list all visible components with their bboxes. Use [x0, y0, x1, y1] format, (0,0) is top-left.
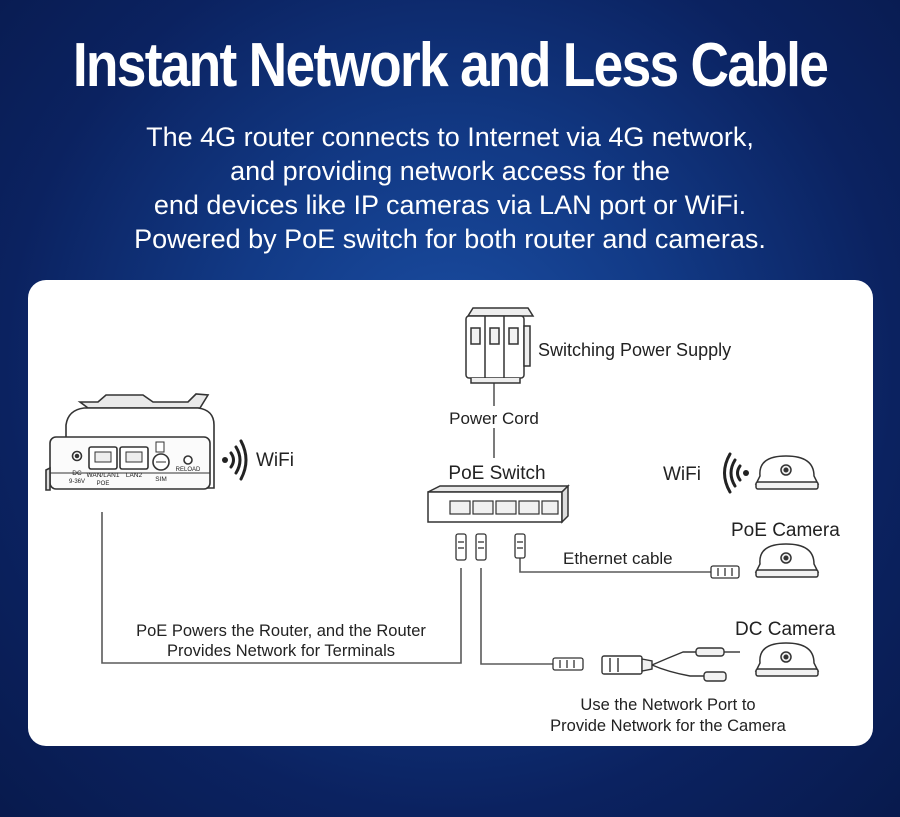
- router-port-wan: WAN/LAN1: [87, 472, 120, 479]
- wifi-signal-icon: [222, 439, 248, 481]
- dc-camera-label: DC Camera: [735, 619, 836, 640]
- dc-camera-note-line: Provide Network for the Camera: [550, 717, 786, 735]
- cable-switch-to-dc-camera: [480, 568, 553, 665]
- dc-camera-icon: [754, 642, 820, 677]
- switch-label: PoE Switch: [448, 463, 545, 484]
- description-line: end devices like IP cameras via LAN port…: [153, 190, 747, 220]
- description-line: The 4G router connects to Internet via 4…: [146, 122, 754, 152]
- dc-camera-note-line: Use the Network Port to: [580, 696, 755, 714]
- ethernet-cable-label: Ethernet cable: [563, 549, 673, 568]
- router-port-dc: DC: [72, 470, 82, 477]
- ethernet-plug-icons: [455, 533, 740, 671]
- camera-wifi-signal-icon: [723, 452, 749, 494]
- power-supply-label: Switching Power Supply: [538, 340, 731, 360]
- description: The 4G router connects to Internet via 4…: [0, 120, 900, 256]
- cables: [101, 383, 711, 665]
- power-cord-label-bg: [441, 406, 547, 428]
- poe-switch-icon: [427, 484, 570, 524]
- description-line: Powered by PoE switch for both router an…: [134, 224, 766, 254]
- network-diagram: DC 9-36V WAN/LAN1 POE LAN2 SIM RELOAD Wi…: [45, 307, 840, 735]
- router-link-caption-line: PoE Powers the Router, and the Router: [136, 622, 426, 640]
- router-wifi-label: WiFi: [256, 450, 294, 471]
- router-port-lan2: LAN2: [126, 472, 143, 479]
- power-supply-icon: [465, 307, 535, 384]
- router-port-poe: POE: [97, 481, 110, 487]
- camera-pigtail-icon: [601, 647, 740, 682]
- router-icon: [45, 393, 215, 491]
- cable-switch-to-poe-camera: [519, 558, 711, 573]
- router-link-caption-bg: [116, 620, 446, 662]
- page-title: Instant Network and Less Cable: [72, 31, 829, 100]
- description-line: and providing network access for the: [230, 156, 670, 186]
- poe-camera-label: PoE Camera: [731, 520, 840, 541]
- router-port-reload: RELOAD: [176, 467, 201, 473]
- poe-camera-icon: [754, 543, 820, 578]
- router-port-sim: SIM: [155, 476, 167, 483]
- router-port-dc-voltage: 9-36V: [69, 479, 85, 485]
- router-link-caption-line: Provides Network for Terminals: [167, 642, 395, 660]
- camera-wifi-label: WiFi: [663, 464, 701, 485]
- wifi-camera-icon: [754, 455, 820, 490]
- cable-router-to-switch: [101, 512, 462, 664]
- power-cord-label: Power Cord: [449, 409, 539, 428]
- diagram-panel: DC 9-36V WAN/LAN1 POE LAN2 SIM RELOAD Wi…: [28, 280, 873, 746]
